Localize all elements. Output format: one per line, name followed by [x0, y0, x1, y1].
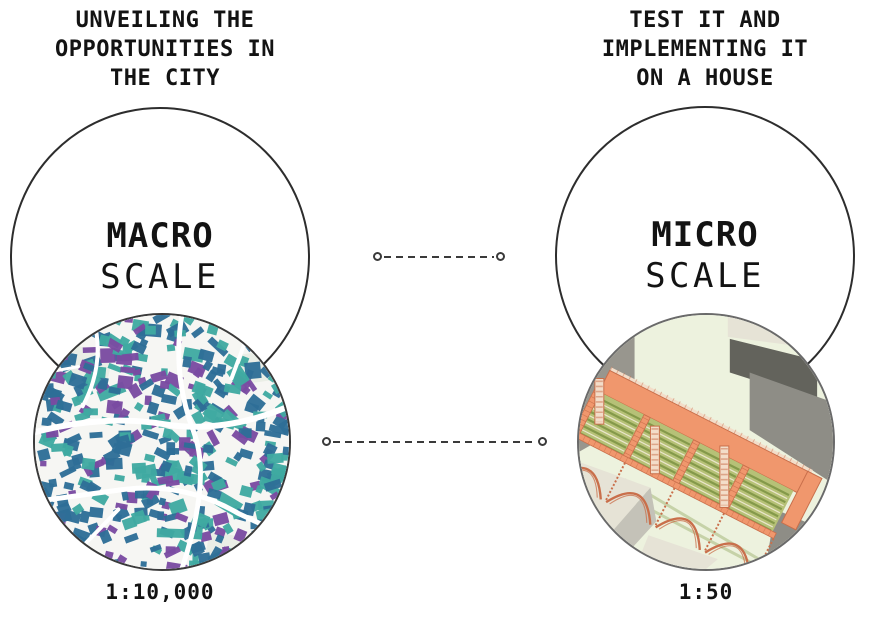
connector-endpoint-icon	[496, 252, 505, 261]
macro-scale-word: SCALE	[100, 257, 220, 297]
micro-scale-word: SCALE	[645, 256, 765, 296]
macro-section-title: UNVEILING THE OPPORTUNITIES IN THE CITY	[55, 8, 275, 91]
connector-top	[373, 252, 505, 261]
connector-endpoint-icon	[322, 437, 331, 446]
dashed-line	[384, 255, 494, 258]
connector-endpoint-icon	[373, 252, 382, 261]
connector-endpoint-icon	[538, 437, 547, 446]
connector-bottom	[322, 437, 547, 446]
micro-label: MICRO	[651, 215, 759, 255]
micro-render-circle	[577, 313, 835, 571]
macro-ratio-label: 1:10,000	[105, 580, 215, 604]
macro-label: MACRO	[106, 216, 214, 256]
city-map-image	[35, 315, 289, 569]
micro-ratio-label: 1:50	[678, 580, 734, 604]
house-render-image	[579, 315, 833, 569]
micro-section-title: TEST IT AND IMPLEMENTING IT ON A HOUSE	[601, 8, 809, 91]
macro-map-circle	[33, 313, 291, 571]
dashed-line	[333, 440, 536, 443]
